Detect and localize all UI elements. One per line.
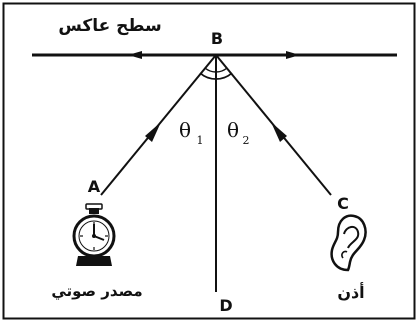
reflection-angle-symbol: θ: [227, 118, 239, 142]
reflection-angle-subscript: 2: [243, 134, 250, 147]
incident-ray-arrow: [145, 122, 161, 142]
incidence-angle-label: θ 1: [179, 118, 204, 147]
point-c-label: C: [337, 194, 349, 213]
incidence-angle-subscript: 1: [197, 134, 204, 147]
reflection-angle-label: θ 2: [227, 118, 250, 147]
stopwatch-icon: [72, 203, 116, 266]
surface-arrow-left: [128, 51, 142, 59]
reflection-angle-arc: [215, 72, 233, 80]
surface-arrow-right: [286, 51, 300, 59]
reflected-ray-arrow: [271, 122, 287, 142]
incidence-angle-arc: [199, 72, 217, 80]
incidence-angle-arc-inner: [204, 67, 217, 73]
point-a-label: A: [88, 177, 101, 196]
diagram-frame: [2, 2, 416, 320]
reflection-angle-arc-inner: [215, 67, 228, 73]
source-label: مصدر صوتي: [51, 282, 142, 300]
point-d-label: D: [219, 296, 232, 315]
ear-label: أذن: [337, 282, 364, 302]
ear-icon: [330, 214, 367, 272]
incidence-angle-symbol: θ: [179, 118, 191, 142]
surface-label: سطح عاكس: [58, 16, 161, 36]
point-b-label: B: [211, 29, 223, 48]
